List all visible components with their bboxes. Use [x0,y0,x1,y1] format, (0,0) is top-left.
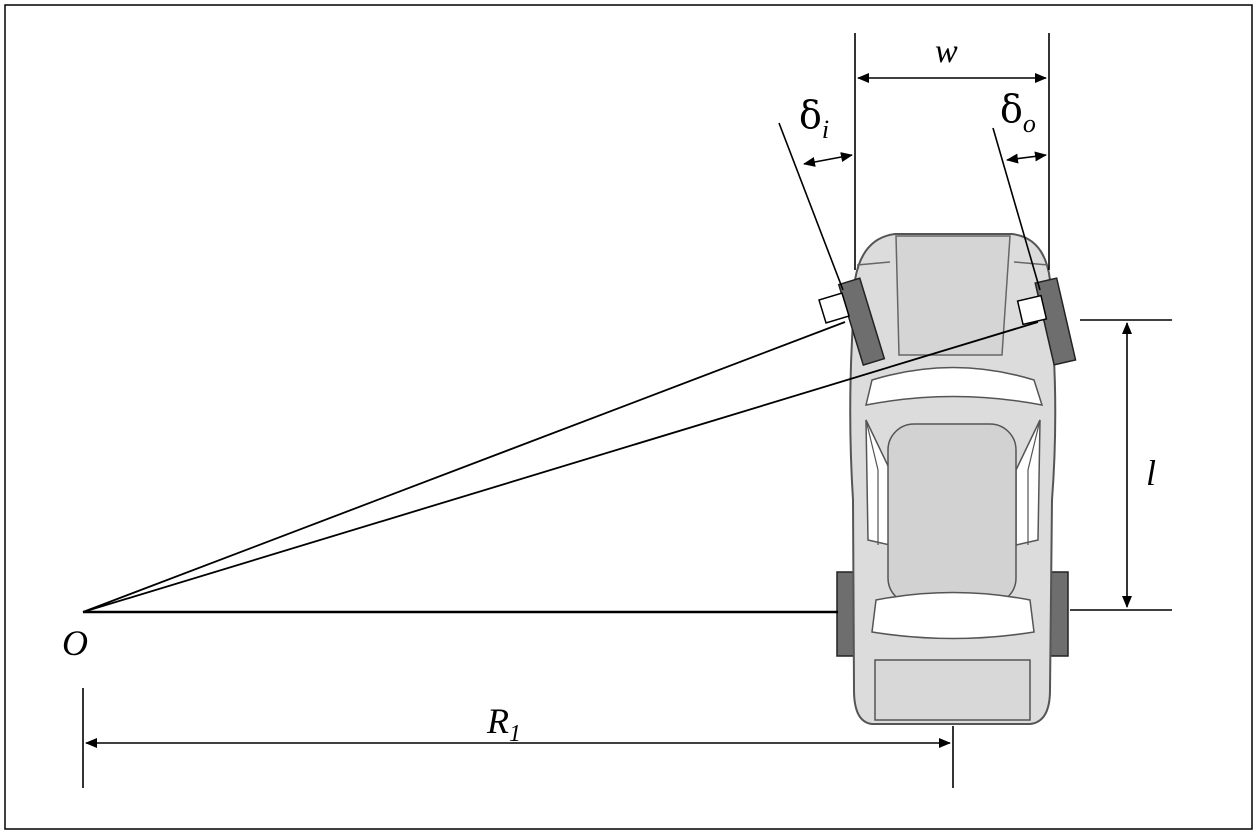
front-left-hub [818,292,850,324]
inner-wheel-radius-line [82,321,846,613]
front-left-wheel [837,277,886,366]
rear-left-wheel [836,571,856,657]
wheelbase-label: l [1146,453,1156,493]
inner-steer-angle-label: δi [799,93,829,144]
outer-wheel-direction-line [992,127,1041,291]
radius-label-subscript: 1 [509,721,521,747]
roof [887,423,1017,605]
front-right-wheel [1034,277,1077,366]
dimension-arrows [85,73,1132,748]
radius-label-base: R [486,701,509,741]
outer-delta-subscript: o [1023,109,1036,138]
radius-label: R1 [486,701,521,747]
geometry-lines [82,33,1172,788]
windshield [864,366,1044,406]
origin-label: O [62,623,88,663]
trunk-lid [874,659,1031,721]
outer-wheel-radius-line [82,321,1039,613]
outer-angle-arrow [1006,151,1047,164]
width-label: w [935,33,958,70]
inner-delta-symbol: δ [799,93,822,137]
outer-delta-symbol: δ [1000,87,1023,131]
inner-angle-arrow [803,152,853,167]
rear-window [871,591,1035,640]
car-top-view [836,233,1069,725]
figure-frame [4,4,1253,830]
inner-wheel-direction-line [778,122,844,291]
outer-steer-angle-label: δo [1000,87,1036,138]
hood-panel [895,235,1011,356]
front-right-hub [1016,294,1048,326]
rear-right-wheel [1049,571,1069,657]
inner-delta-subscript: i [822,115,829,144]
